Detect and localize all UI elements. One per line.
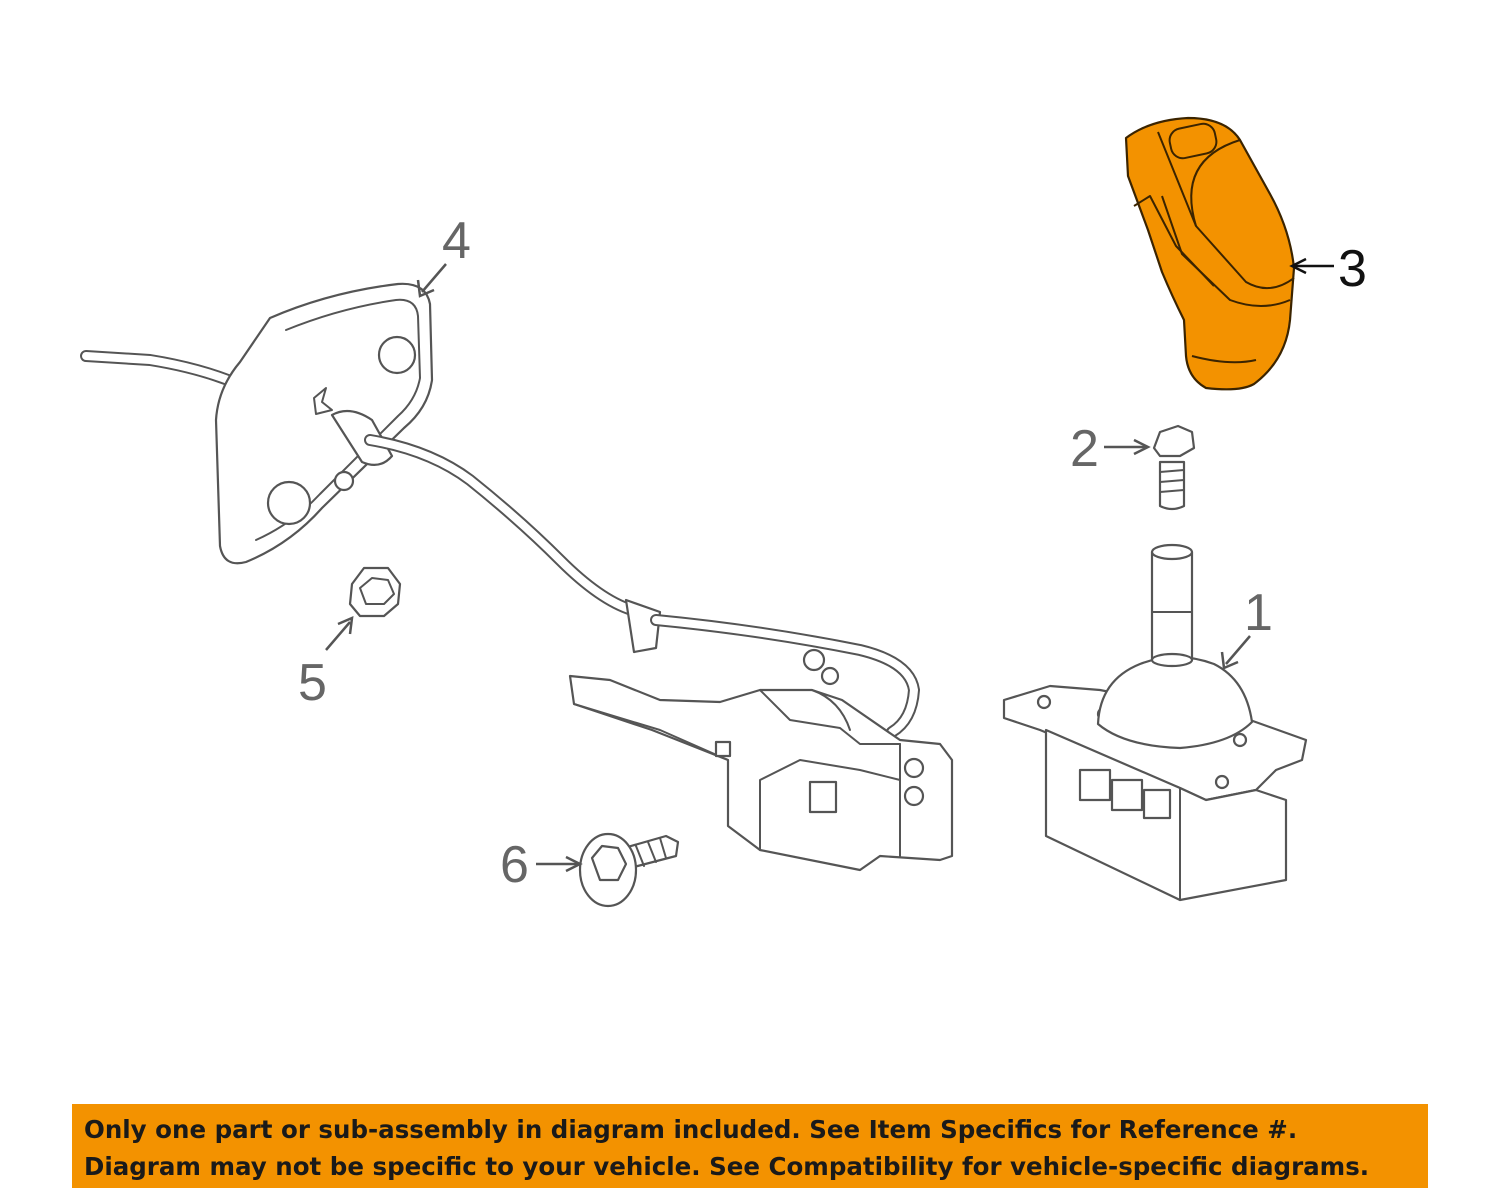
part-4-shift-cable <box>80 282 920 738</box>
part-2-bolt <box>1152 424 1196 511</box>
callout-1: 1 <box>1220 584 1273 670</box>
callout-4-label: 4 <box>442 212 471 270</box>
disclaimer-line-1: Only one part or sub-assembly in diagram… <box>84 1115 1298 1144</box>
disclaimer-banner: Only one part or sub-assembly in diagram… <box>72 1104 1428 1188</box>
cable-bracket <box>568 666 954 872</box>
callout-1-label: 1 <box>1244 584 1273 642</box>
disclaimer-line-2: Diagram may not be specific to your vehi… <box>84 1152 1370 1181</box>
callout-2-label: 2 <box>1070 420 1099 478</box>
callout-6-label: 6 <box>500 836 529 894</box>
callout-2: 2 <box>1070 420 1151 478</box>
callout-3: 3 <box>1289 240 1367 298</box>
part-6-screw <box>578 832 680 908</box>
callout-5: 5 <box>298 615 354 712</box>
callout-3-label: 3 <box>1338 240 1367 298</box>
callout-6: 6 <box>500 836 583 894</box>
part-1-shifter-assembly <box>1002 543 1308 902</box>
callout-4: 4 <box>416 212 471 298</box>
callout-5-label: 5 <box>298 654 327 712</box>
part-3-shift-knob <box>1124 116 1296 391</box>
part-5-nut <box>348 566 402 618</box>
